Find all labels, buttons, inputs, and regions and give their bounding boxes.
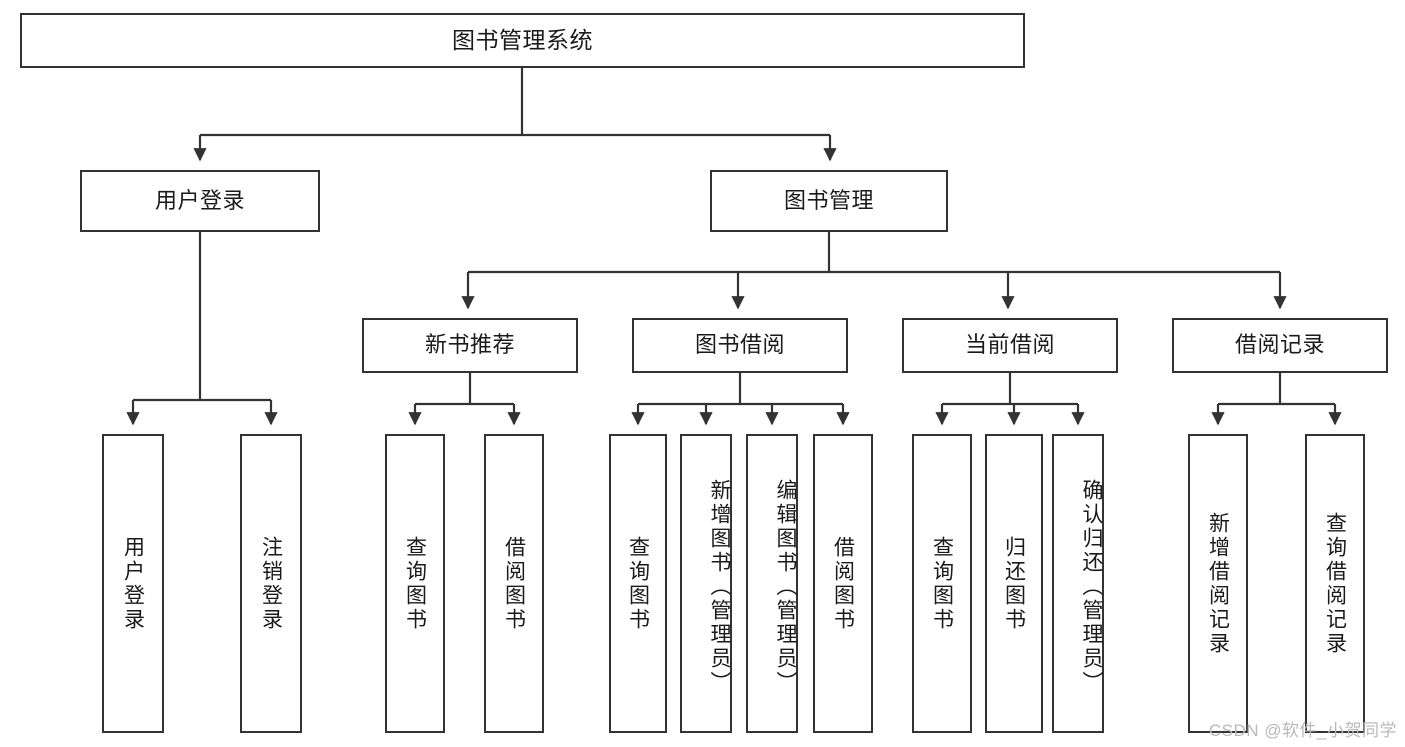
node-label: 查询借阅记录: [1323, 511, 1347, 656]
node-label: 图书借阅: [694, 332, 785, 358]
node-leaf-borrow-book-new[interactable]: 借阅图书: [484, 434, 544, 733]
watermark-text: CSDN @软件_小贺同学: [1208, 721, 1397, 740]
node-new-book-recommend[interactable]: 新书推荐: [362, 318, 578, 373]
node-label: 注销登录: [259, 535, 283, 632]
node-label: 借阅图书: [502, 535, 526, 632]
node-user-login[interactable]: 用户登录: [80, 170, 320, 232]
node-label: 当前借阅: [964, 332, 1055, 358]
node-book-borrow[interactable]: 图书借阅: [632, 318, 848, 373]
node-label: 借阅图书: [831, 535, 855, 632]
node-label: 归还图书: [1002, 535, 1026, 632]
node-leaf-query-book-new[interactable]: 查询图书: [385, 434, 445, 733]
node-current-borrow[interactable]: 当前借阅: [902, 318, 1118, 373]
node-label: 确认归还（管理员）: [1080, 478, 1103, 695]
node-leaf-confirm-return[interactable]: 确认归还（管理员）: [1052, 434, 1104, 733]
node-label: 图书管理: [783, 187, 874, 213]
node-leaf-query-book-borrow[interactable]: 查询图书: [609, 434, 667, 733]
node-label: 借阅记录: [1234, 332, 1325, 358]
node-leaf-user-login[interactable]: 用户登录: [102, 434, 164, 733]
node-label: 新书推荐: [424, 332, 515, 358]
node-leaf-query-borrow-record[interactable]: 查询借阅记录: [1305, 434, 1365, 733]
node-label: 查询图书: [626, 535, 650, 632]
node-book-manage[interactable]: 图书管理: [710, 170, 948, 232]
node-root-system[interactable]: 图书管理系统: [20, 13, 1025, 68]
node-label: 查询图书: [403, 535, 427, 632]
node-leaf-logout[interactable]: 注销登录: [240, 434, 302, 733]
node-leaf-return-book[interactable]: 归还图书: [985, 434, 1043, 733]
node-label: 图书管理系统: [452, 26, 593, 53]
node-label: 新增图书（管理员）: [708, 478, 731, 695]
node-label: 编辑图书（管理员）: [774, 478, 797, 695]
node-label: 查询图书: [930, 535, 954, 632]
node-leaf-query-book-current[interactable]: 查询图书: [912, 434, 972, 733]
node-leaf-add-book[interactable]: 新增图书（管理员）: [680, 434, 732, 733]
node-leaf-borrow-book[interactable]: 借阅图书: [813, 434, 873, 733]
node-label: 用户登录: [154, 187, 245, 213]
node-label: 新增借阅记录: [1206, 511, 1230, 656]
node-label: 用户登录: [121, 535, 145, 632]
node-leaf-add-borrow-record[interactable]: 新增借阅记录: [1188, 434, 1248, 733]
node-leaf-edit-book[interactable]: 编辑图书（管理员）: [746, 434, 798, 733]
node-borrow-record[interactable]: 借阅记录: [1172, 318, 1388, 373]
